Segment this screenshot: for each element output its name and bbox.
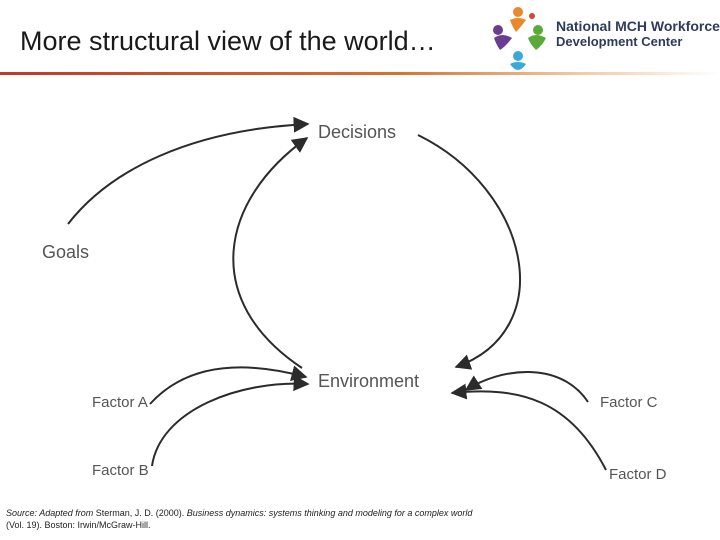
causal-diagram: Decisions Goals Environment Factor A Fac… <box>0 80 720 500</box>
node-factor-a: Factor A <box>92 394 148 411</box>
logo-wordmark: National MCH Workforce Development Cente… <box>556 18 720 50</box>
diagram-arrows <box>67 116 607 471</box>
source-prefix: Source: <box>6 508 40 518</box>
arrow-decisions-to-environment <box>417 134 521 370</box>
node-factor-d: Factor D <box>609 466 667 483</box>
arrow-factor-b-to-environment <box>151 375 310 467</box>
source-citation-author: Sterman, J. D. (2000). <box>95 508 187 518</box>
title-divider <box>0 72 720 75</box>
arrow-factor-a-to-environment <box>149 365 308 405</box>
arrow-factor-c-to-environment <box>464 371 589 403</box>
people-logo-icon <box>493 7 546 70</box>
slide-title: More structural view of the world… <box>20 26 436 56</box>
logo-line-1-mch: MCH <box>615 18 648 34</box>
arrow-factor-d-to-environment <box>450 383 607 471</box>
arrow-environment-to-decisions <box>232 137 309 369</box>
logo: National MCH Workforce Development Cente… <box>488 4 720 70</box>
node-goals: Goals <box>42 242 90 262</box>
node-decisions: Decisions <box>318 122 397 142</box>
source-book-title: Business dynamics: systems thinking and … <box>186 508 473 518</box>
logo-line-1-prefix: National <box>556 18 616 34</box>
logo-line-2: Development Center <box>556 34 683 49</box>
source-adapted: Adapted from <box>39 508 96 518</box>
node-environment: Environment <box>318 371 420 391</box>
source-publisher: (Vol. 19). Boston: Irwin/McGraw-Hill. <box>6 520 151 530</box>
logo-line-1-suffix: Workforce <box>647 18 720 34</box>
logo-line-1: National MCH Workforce <box>556 18 720 34</box>
node-factor-b: Factor B <box>92 462 149 479</box>
node-factor-c: Factor C <box>600 394 658 411</box>
arrow-goals-to-decisions <box>67 116 310 225</box>
source-citation: Source: Adapted from Sterman, J. D. (200… <box>6 507 486 531</box>
